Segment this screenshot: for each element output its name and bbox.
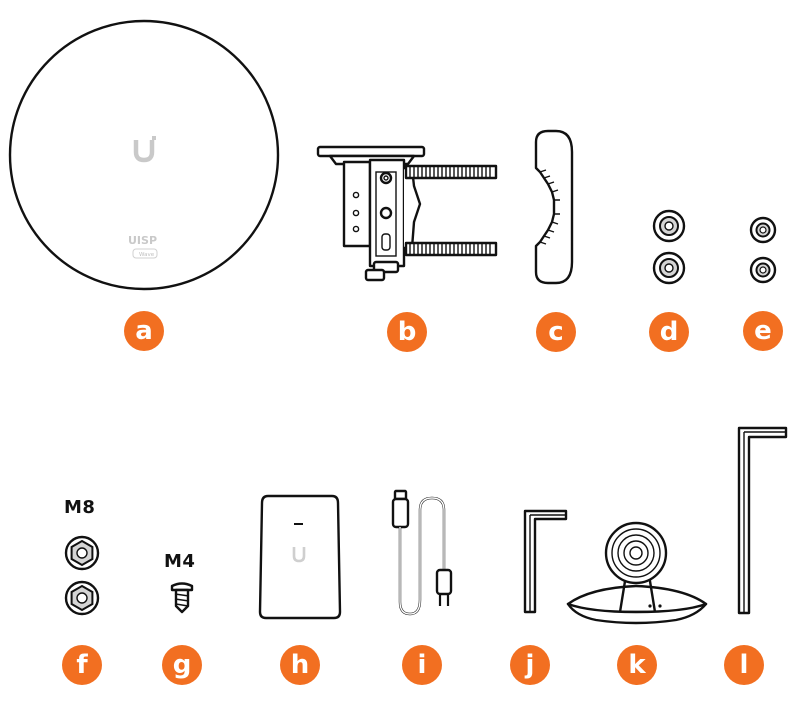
ubiquiti-logo-icon — [133, 136, 156, 163]
dish-badge-text: Wave — [139, 252, 155, 258]
size-label-m8: M8 — [64, 497, 96, 518]
hex-key-small — [523, 509, 568, 614]
power-cable — [391, 489, 453, 616]
item-badge-d: d — [649, 312, 689, 352]
washers-small — [749, 216, 777, 284]
m4-screw — [170, 582, 194, 614]
item-badge-e: e — [743, 311, 783, 351]
item-badge-f: f — [62, 645, 102, 685]
ubiquiti-logo-icon — [292, 547, 306, 563]
item-badge-h: h — [280, 645, 320, 685]
m8-nuts — [64, 535, 100, 616]
item-badge-l: l — [724, 645, 764, 685]
hex-key-large — [737, 426, 788, 615]
item-badge-k: k — [617, 645, 657, 685]
size-label-m4: M4 — [164, 551, 196, 572]
dish-brand-text: UISP — [128, 234, 157, 247]
item-badge-g: g — [162, 645, 202, 685]
dish-antenna: UISP Wave — [8, 19, 280, 291]
v-clamp — [534, 129, 574, 285]
item-badge-c: c — [536, 312, 576, 352]
item-badge-b: b — [387, 312, 427, 352]
washers-large — [652, 209, 686, 285]
alignment-stand — [566, 521, 708, 625]
pole-mount-bracket — [316, 145, 498, 282]
poe-adapter — [258, 494, 342, 620]
item-badge-j: j — [510, 645, 550, 685]
item-badge-i: i — [402, 645, 442, 685]
item-badge-a: a — [124, 311, 164, 351]
